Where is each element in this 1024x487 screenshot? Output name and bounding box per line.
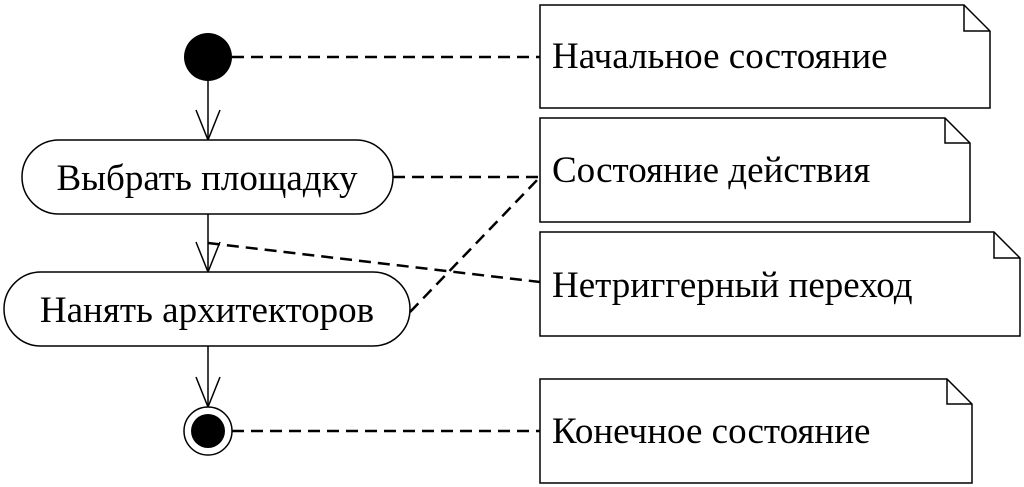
note-final-fold — [946, 379, 972, 405]
action-hire-architects-label: Нанять архитекторов — [40, 290, 374, 331]
connector-action-note-2 — [409, 176, 541, 313]
note-final-state — [539, 378, 973, 484]
action-hire-architects — [3, 271, 411, 347]
final-node-core — [191, 414, 225, 448]
action-select-site-label: Выбрать площадку — [56, 158, 358, 199]
note-action-state — [539, 117, 971, 223]
note-action-fold — [944, 118, 970, 144]
note-final-state-text: Конечное состояние — [552, 411, 870, 452]
note-transition — [539, 231, 1021, 337]
note-initial-state-text: Начальное состояние — [552, 36, 888, 77]
note-initial-state — [539, 4, 991, 109]
initial-node — [184, 33, 232, 81]
note-initial-fold — [963, 5, 990, 32]
note-action-state-text: Состояние действия — [552, 150, 870, 191]
note-transition-fold — [993, 232, 1020, 259]
note-transition-text: Нетриггерный переход — [552, 265, 913, 306]
